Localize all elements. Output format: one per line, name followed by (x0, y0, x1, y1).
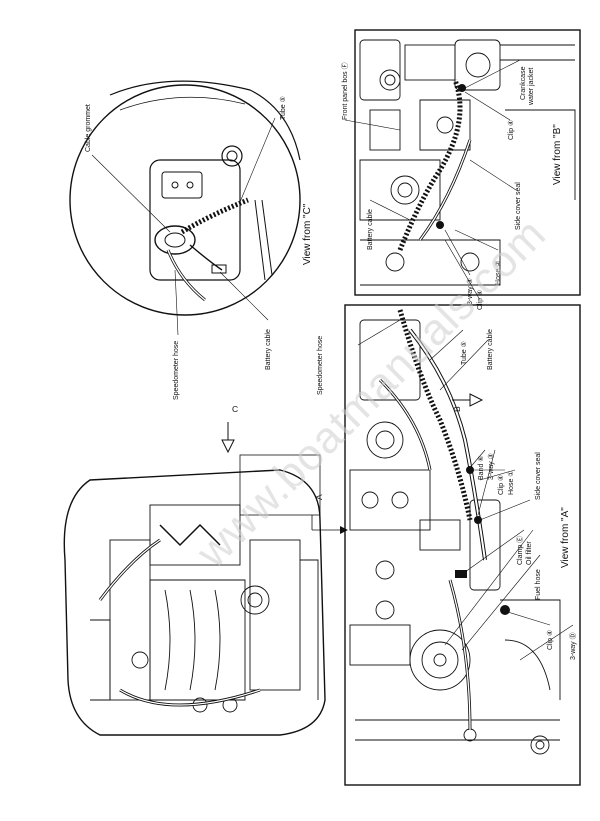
main-engine-view: C A (63, 404, 348, 736)
engine-cowling-outline (63, 469, 326, 736)
view-b-title: View from "B" (552, 124, 563, 185)
intake-plenum (149, 504, 241, 566)
label-tube-5: Tube ⑤ (279, 96, 287, 120)
front-panel-plate (149, 159, 241, 281)
label-crankcase-1: Crankcase (520, 66, 527, 100)
view-b-detail: Front panel bos Ⓕ Battery cable Crankcas… (341, 29, 581, 310)
label-tube-5-a: Tube ⑤ (460, 341, 468, 365)
view-a-detail: B Speedometer hose Tube ⑤ Battery cable … (317, 304, 581, 786)
label-speedometer-hose-a: Speedometer hose (317, 336, 324, 395)
callout-a-label: A (314, 494, 324, 500)
label-clip-4-lower: Clip ④ (546, 630, 554, 650)
label-clip-4-a: Clip ④ (497, 475, 505, 495)
tube-5 (180, 197, 249, 235)
clamp-e (455, 570, 467, 578)
label-3-way-3-b: 3-way ③ (466, 278, 474, 305)
callout-c-label: C (232, 404, 238, 414)
view-a-frame (344, 304, 581, 786)
clip-4-lower (500, 605, 510, 615)
label-oil-filter: Oil filter (526, 541, 533, 565)
battery-cable (189, 244, 223, 271)
label-fuel-hose: Fuel hose (535, 569, 542, 600)
label-clip-4-top: Clip ④ (507, 120, 515, 140)
label-crankcase-2: water jacket (528, 68, 535, 106)
label-hose-1: Hose ① (507, 470, 515, 495)
speedometer-hose (166, 249, 206, 302)
hose-2 (397, 79, 463, 251)
three-way-3-a (474, 516, 482, 524)
fuel-hose (448, 579, 472, 731)
clip-4 (458, 84, 466, 92)
bolt-icon (221, 145, 243, 167)
label-side-cover-seal-b: Side cover seal (515, 182, 522, 230)
label-battery-cable-b: Battery cable (367, 209, 374, 250)
view-a-title: View from "A" (560, 507, 571, 568)
label-battery-cable-a: Battery cable (487, 329, 494, 370)
tube-5-a (397, 309, 473, 521)
view-c-detail-circle (69, 84, 301, 316)
cable-grommet (154, 225, 196, 255)
label-cable-grommet: Cable grommet (85, 104, 92, 152)
view-c-detail: Cable grommet Tube ⑤ Speedometer hose Ba… (69, 80, 313, 400)
view-b-frame (354, 29, 581, 296)
view-c-title: View from "C" (302, 203, 313, 265)
callout-b-label: B (452, 406, 462, 412)
label-3-way-3-a: 3-way ③ (487, 453, 495, 480)
label-clamp-e: Clamp Ⓔ (516, 536, 524, 565)
label-side-cover-seal-a: Side cover seal (535, 452, 542, 500)
label-speedometer-hose: Speedometer hose (173, 341, 180, 400)
label-3-way-d: 3-way Ⓓ (569, 632, 577, 660)
oil-filter-body (409, 629, 471, 691)
callout-c-arrow (221, 439, 235, 454)
clip-4-a (466, 466, 474, 474)
label-hose-2: Hose ② (494, 260, 502, 285)
callout-b-arrow (469, 393, 484, 407)
label-battery-cable: Battery cable (265, 329, 272, 370)
label-front-panel-bos: Front panel bos Ⓕ (341, 62, 349, 120)
three-way-3 (436, 221, 444, 229)
label-band-6: Band ⑥ (477, 455, 485, 480)
label-clip-4-bottom: Clip ④ (476, 290, 484, 310)
connector (161, 171, 203, 199)
